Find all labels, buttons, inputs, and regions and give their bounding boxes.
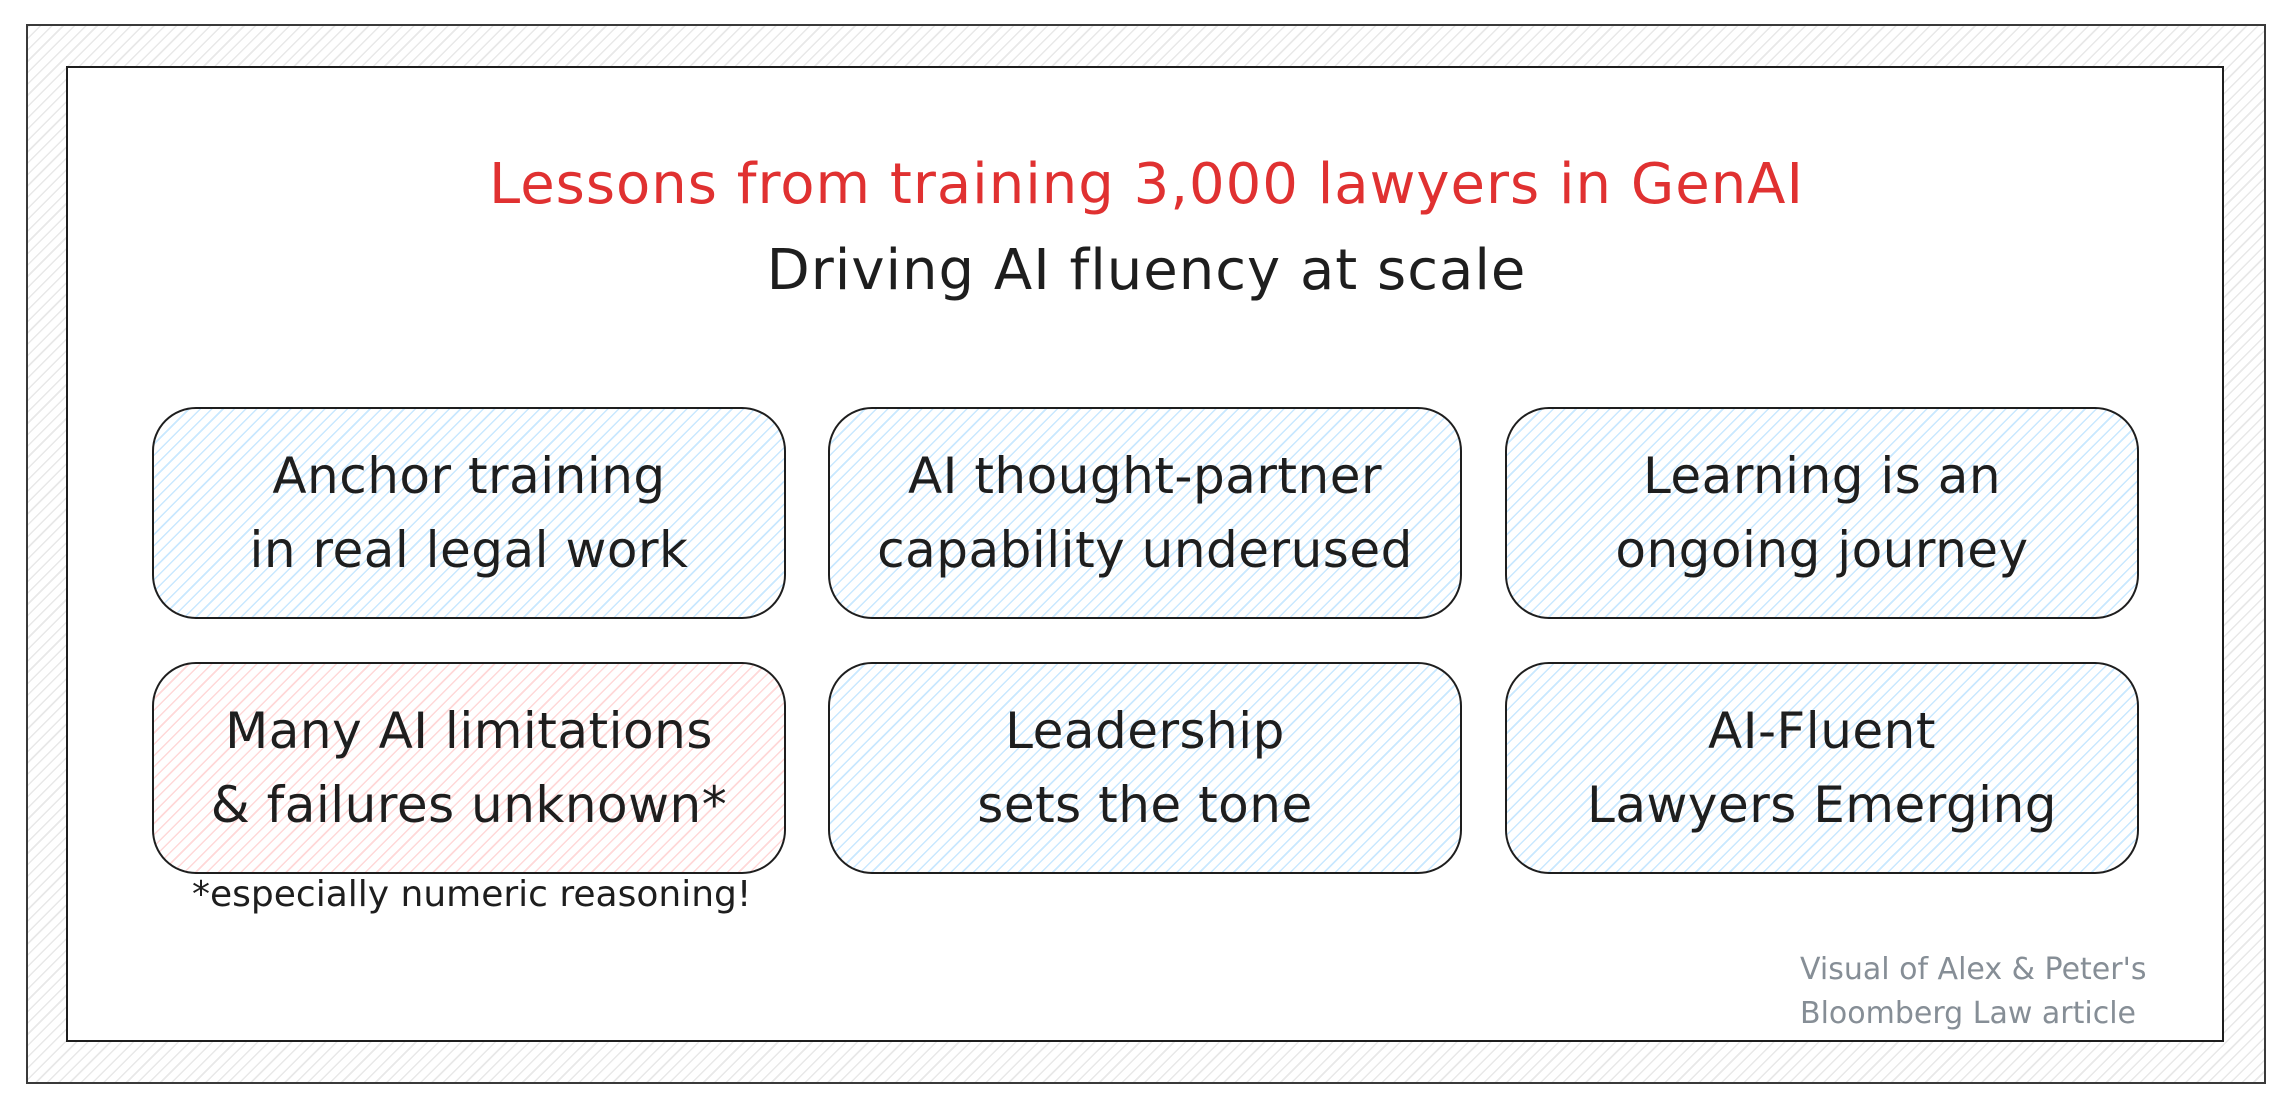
card-label: AI thought-partner capability underused (877, 447, 1413, 579)
card-leadership: Leadership sets the tone (828, 662, 1462, 874)
card-label: Many AI limitations & failures unknown* (210, 702, 728, 834)
credit-text: Visual of Alex & Peter's Bloomberg Law a… (1800, 952, 2147, 1031)
card-thought-partner: AI thought-partner capability underused (828, 407, 1462, 619)
diagram-subtitle: Driving AI fluency at scale (766, 238, 1527, 303)
card-ai-fluent-lawyers: AI-Fluent Lawyers Emerging (1505, 662, 2139, 874)
card-label: AI-Fluent Lawyers Emerging (1586, 702, 2058, 834)
diagram-title: Lessons from training 3,000 lawyers in G… (488, 152, 1805, 217)
footnote: *especially numeric reasoning! (192, 874, 752, 915)
card-label: Learning is an ongoing journey (1615, 447, 2029, 579)
card-anchor-training: Anchor training in real legal work (152, 407, 786, 619)
card-label: Anchor training in real legal work (249, 447, 689, 579)
card-ongoing-journey: Learning is an ongoing journey (1505, 407, 2139, 619)
card-label: Leadership sets the tone (977, 702, 1313, 834)
card-ai-limitations: Many AI limitations & failures unknown* (152, 662, 786, 874)
